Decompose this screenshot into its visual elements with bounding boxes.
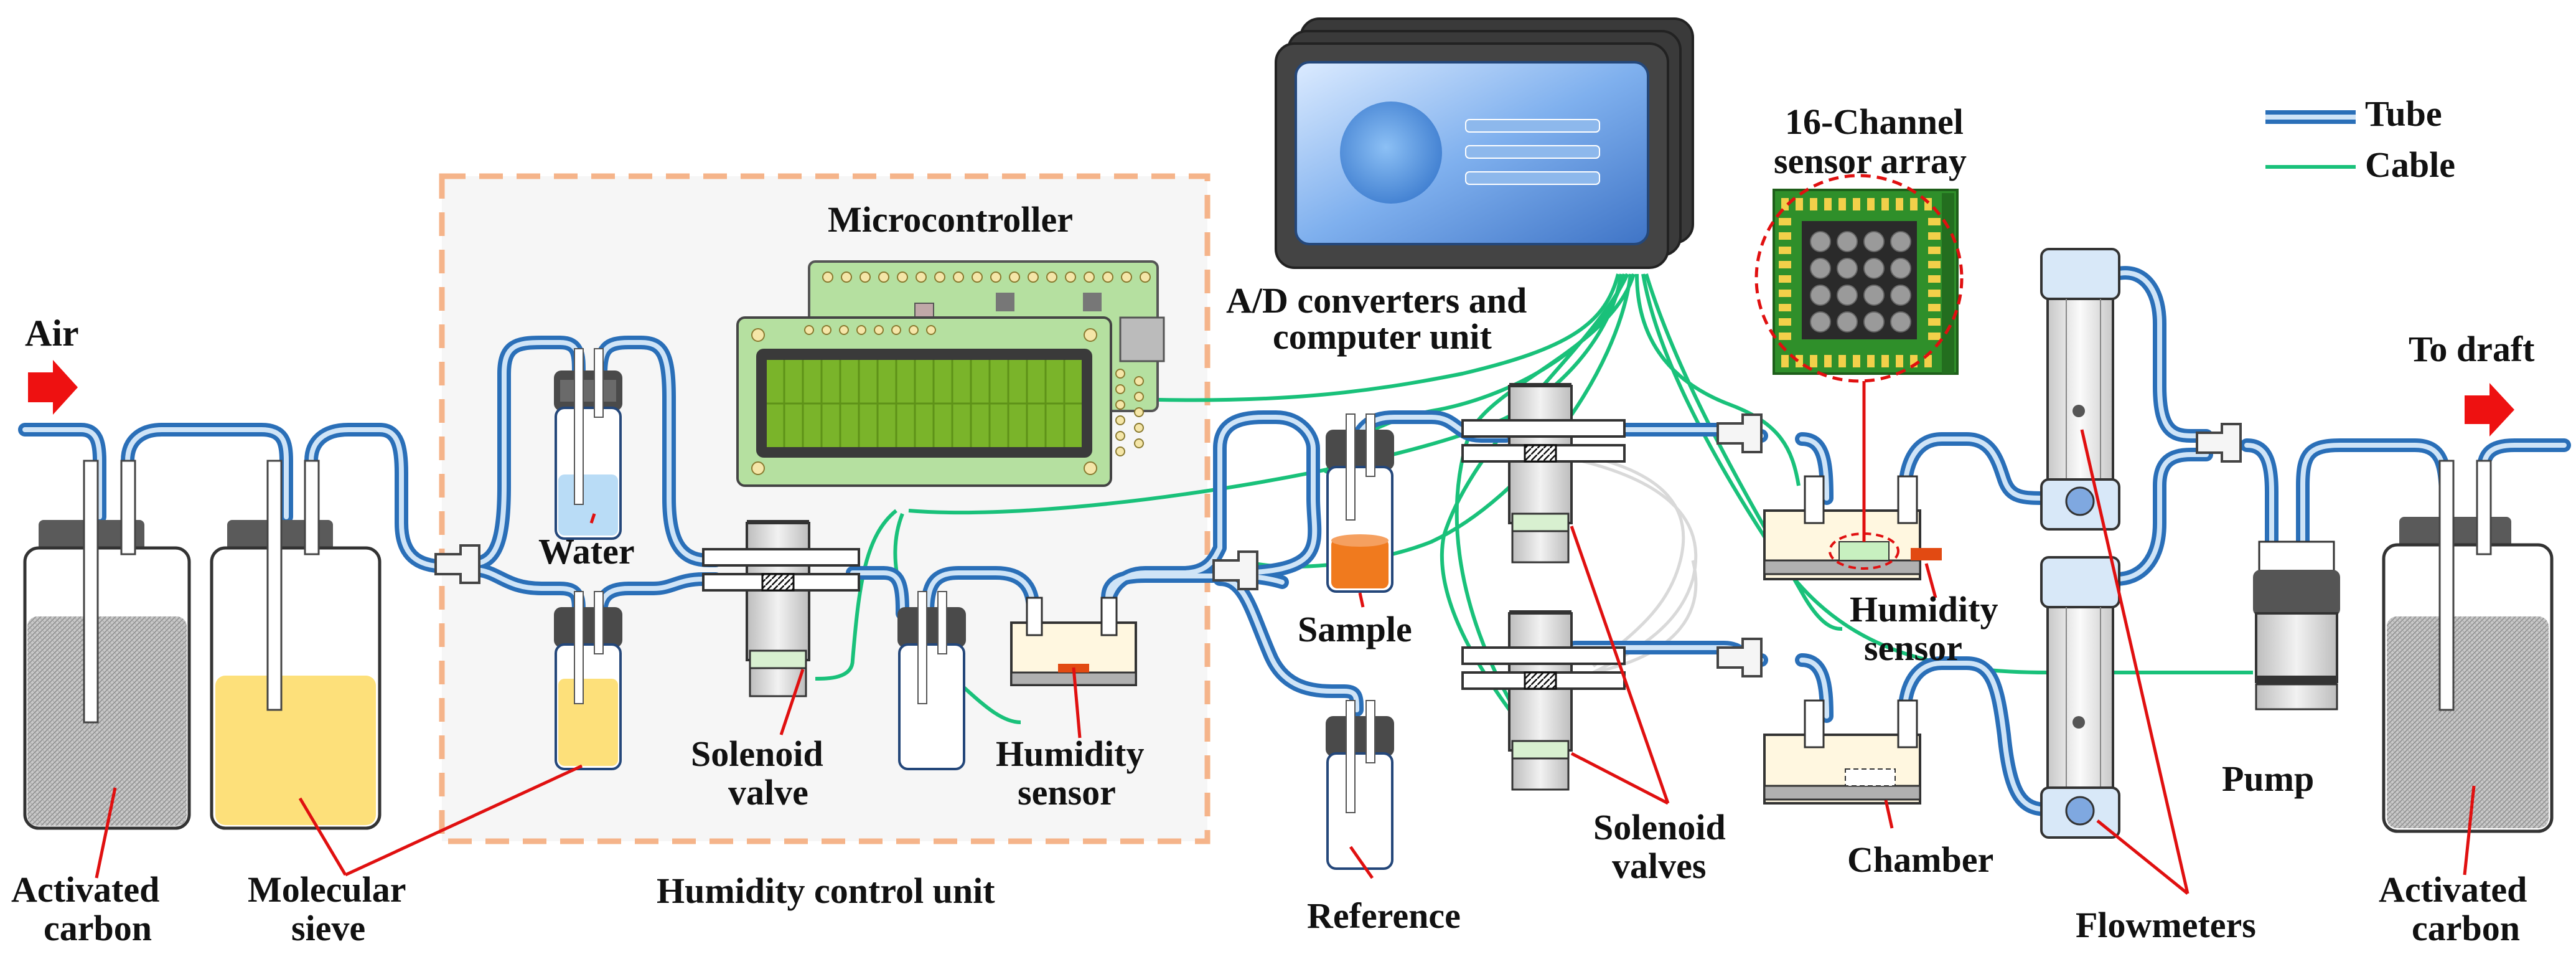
label-molecular-sieve-1: Molecular <box>248 869 406 910</box>
label-ad-converters-1: A/D converters and <box>1226 280 1527 321</box>
legend-cable-label: Cable <box>2365 144 2455 185</box>
sensor-array-chip <box>1754 174 1964 383</box>
t-junction-5 <box>2196 423 2242 463</box>
label-ad-converters-2: computer unit <box>1273 316 1492 357</box>
desiccant-bubbler-bottle <box>554 591 622 770</box>
microcontroller <box>736 260 1165 487</box>
label-solenoid-valves-1: Solenoid <box>1593 807 1726 847</box>
label-sensor-array-1: 16-Channel <box>1785 101 1964 142</box>
label-solenoid-valve-2: valve <box>728 772 808 813</box>
label-to-draft: To draft <box>2409 329 2535 369</box>
sample-bottle <box>1326 413 1394 593</box>
sensor-array-highlight-circle <box>1754 174 1964 383</box>
label-activated-carbon-left-1: Activated <box>11 869 159 910</box>
t-junction-3 <box>1717 413 1763 453</box>
t-junctions <box>434 413 2242 677</box>
sensor-chamber-lower <box>1763 699 1921 805</box>
label-activated-carbon-left-2: carbon <box>44 908 152 948</box>
label-activated-carbon-right-1: Activated <box>2379 869 2527 910</box>
solenoid-valve-upper <box>1461 383 1626 564</box>
flowmeter-upper <box>2040 248 2120 531</box>
label-pump: Pump <box>2222 758 2314 799</box>
label-activated-carbon-right-2: carbon <box>2412 908 2520 948</box>
t-junction-1 <box>434 544 480 584</box>
label-sensor-array-2: sensor array <box>1774 141 1967 181</box>
air-inlet-arrow <box>28 360 78 415</box>
label-solenoid-valves-2: valves <box>1612 846 1706 886</box>
molecular-sieve-bottle <box>210 460 382 830</box>
flowmeter-lower <box>2040 556 2120 839</box>
pump <box>2253 540 2340 710</box>
label-molecular-sieve-2: sieve <box>291 908 365 948</box>
label-reference: Reference <box>1307 895 1461 936</box>
label-chamber: Chamber <box>1847 839 1993 880</box>
label-sample: Sample <box>1298 609 1412 649</box>
solenoid-valve-left <box>702 520 860 697</box>
activated-carbon-bottle-left <box>23 460 191 830</box>
draft-outlet-arrow <box>2465 383 2514 437</box>
label-water: Water <box>538 531 635 572</box>
label-solenoid-valve-1: Solenoid <box>691 734 823 774</box>
computer-unit <box>1275 17 1694 269</box>
label-pointers <box>95 381 2476 895</box>
water-bubbler-bottle <box>554 348 622 540</box>
activated-carbon-bottle-right <box>2382 460 2554 833</box>
labels: Air To draft Water Microcontroller A/D c… <box>11 101 2535 948</box>
label-humidity-sensor-left-1: Humidity <box>996 734 1145 774</box>
reference-bottle <box>1326 700 1394 870</box>
label-air: Air <box>25 313 79 354</box>
label-humidity-sensor-right-2: sensor <box>1864 628 1962 668</box>
label-humidity-sensor-left-2: sensor <box>1018 772 1116 813</box>
label-humidity-sensor-right-1: Humidity <box>1850 589 1998 630</box>
label-microcontroller: Microcontroller <box>828 199 1073 240</box>
legend: Tube Cable <box>2265 93 2455 185</box>
solenoid-valve-lower <box>1461 610 1626 791</box>
t-junction-2 <box>1212 550 1258 590</box>
label-humidity-control-unit: Humidity control unit <box>657 871 995 911</box>
t-junction-4 <box>1717 638 1763 677</box>
mixing-bottle <box>897 591 966 770</box>
sensor-chamber-upper <box>1763 475 1942 580</box>
internal-valve-tubes <box>1580 453 1698 674</box>
label-flowmeters: Flowmeters <box>2076 905 2256 945</box>
legend-tube-label: Tube <box>2365 93 2442 134</box>
